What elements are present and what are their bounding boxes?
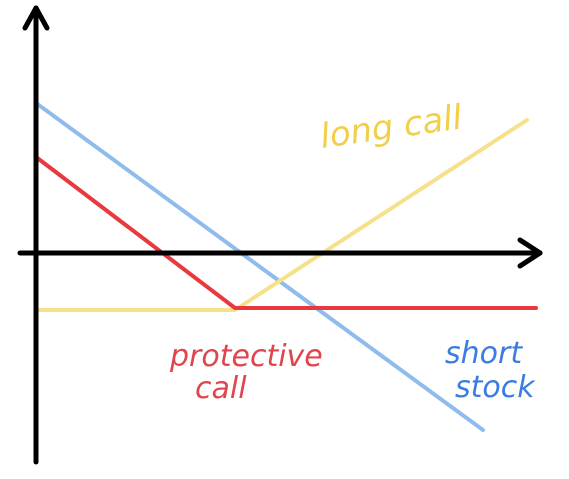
protective-call-line xyxy=(34,155,538,310)
y-axis-arrowhead xyxy=(22,5,50,31)
short-stock-line xyxy=(34,101,485,432)
short-stock-label-line1: short xyxy=(445,336,523,371)
long-call-label: long call xyxy=(318,97,465,157)
x-axis-arrowhead xyxy=(517,237,543,269)
protective-call-label-line2: call xyxy=(195,371,247,406)
short-stock-label-line2: stock xyxy=(455,370,536,405)
protective-call-label-line1: protective xyxy=(169,339,323,374)
